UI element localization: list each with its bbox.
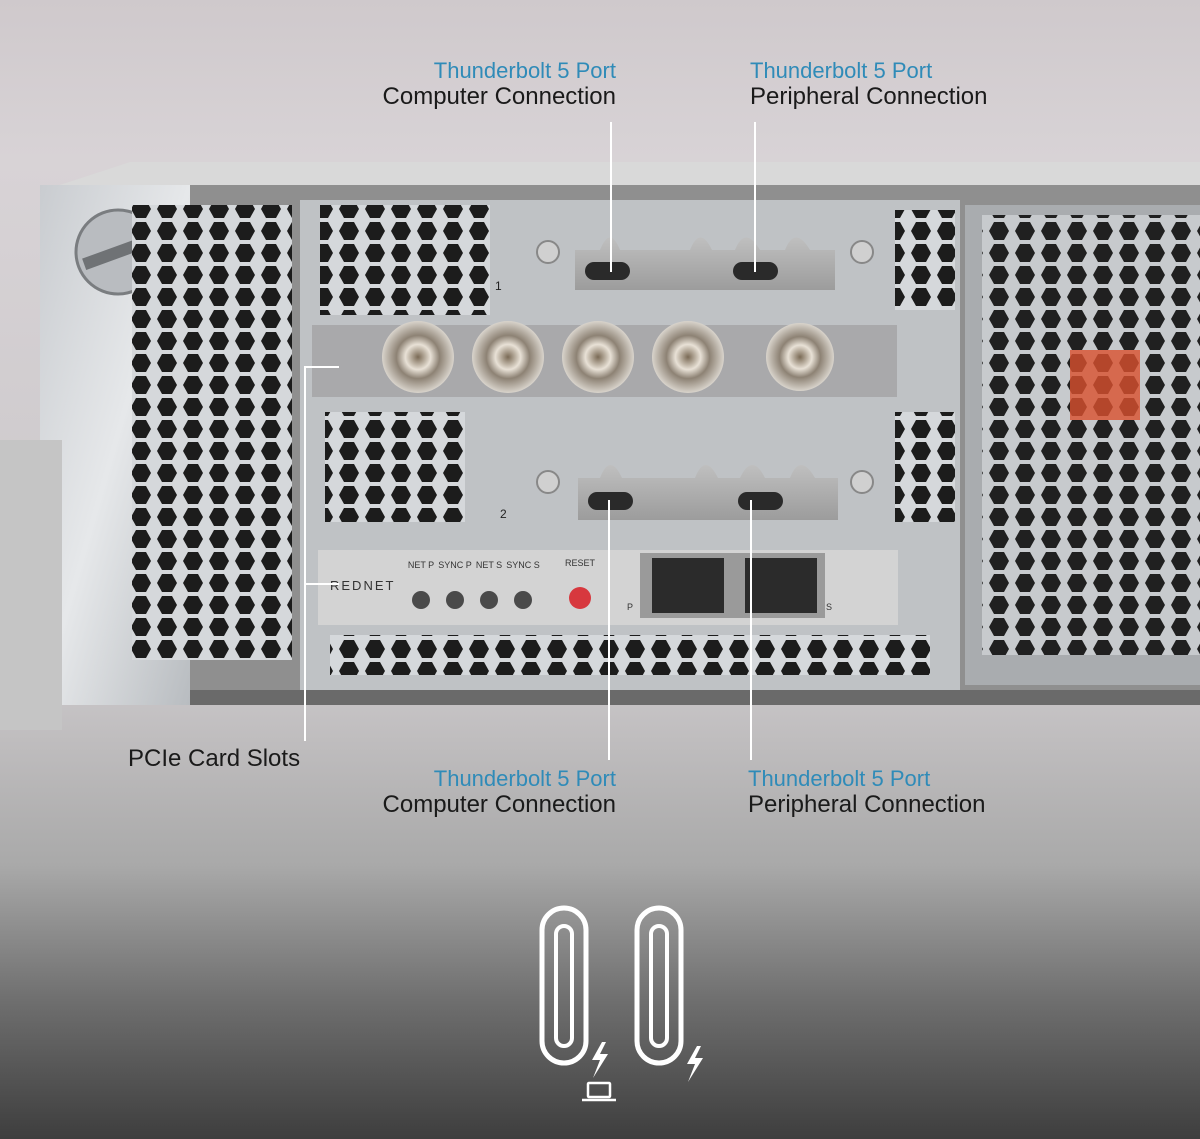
left-vent xyxy=(132,205,292,660)
ethernet-p-label: P xyxy=(627,602,633,612)
callout-top-left: Thunderbolt 5 Port Computer Connection xyxy=(383,58,616,111)
slot-2-computer-port xyxy=(588,492,633,510)
leader-slots-tick-1 xyxy=(304,366,339,368)
status-leds xyxy=(412,591,532,609)
led-label-net-s: NET S xyxy=(476,560,502,570)
slot-1-computer-port xyxy=(585,262,630,280)
port-icons xyxy=(530,900,720,1110)
laptop-icon xyxy=(582,1081,616,1102)
ethernet-s-label: S xyxy=(826,602,832,612)
leader-bottom-right xyxy=(750,500,752,760)
reset-label: RESET xyxy=(565,558,596,568)
reset-button xyxy=(569,587,591,609)
led-label-sync-s: SYNC S xyxy=(506,560,540,570)
right-vent xyxy=(982,215,1200,655)
slot-2-number: 2 xyxy=(500,507,507,521)
callout-bottom-left-title: Thunderbolt 5 Port xyxy=(433,766,616,791)
ethernet-port-p xyxy=(652,558,724,613)
bnc-connectors xyxy=(382,321,834,393)
callout-bottom-left: Thunderbolt 5 Port Computer Connection xyxy=(383,766,616,819)
pcie-slots-label: PCIe Card Slots xyxy=(128,745,301,772)
lightning-bolt-icon-2 xyxy=(687,1046,703,1082)
slot-2-peripheral-port xyxy=(738,492,783,510)
led-label-net-p: NET P xyxy=(408,560,434,570)
callout-top-left-subtitle: Computer Connection xyxy=(382,83,616,111)
thunderbolt-computer-port-icon xyxy=(539,905,589,1066)
callout-bottom-right: Thunderbolt 5 Port Peripheral Connection xyxy=(748,766,985,819)
leader-top-left xyxy=(610,122,612,272)
leader-bottom-left xyxy=(608,500,610,760)
callout-top-left-title: Thunderbolt 5 Port xyxy=(433,58,616,83)
callout-bottom-left-subtitle: Computer Connection xyxy=(382,791,616,819)
callout-bottom-right-subtitle: Peripheral Connection xyxy=(748,791,986,819)
lightning-bolt-icon xyxy=(592,1042,608,1078)
callout-top-right: Thunderbolt 5 Port Peripheral Connection xyxy=(750,58,987,111)
led-label-sync-p: SYNC P xyxy=(438,560,472,570)
ethernet-port-s xyxy=(745,558,817,613)
slot-1-number: 1 xyxy=(495,279,502,293)
rednet-brand: REDNET xyxy=(330,578,395,593)
callout-top-right-subtitle: Peripheral Connection xyxy=(750,83,988,111)
callout-top-right-title: Thunderbolt 5 Port xyxy=(750,58,933,83)
callout-bottom-right-title: Thunderbolt 5 Port xyxy=(748,766,931,791)
leader-slots-tick-2 xyxy=(304,583,339,585)
thunderbolt-peripheral-port-icon xyxy=(634,905,684,1066)
leader-slots xyxy=(304,366,306,741)
leader-top-right xyxy=(754,122,756,272)
